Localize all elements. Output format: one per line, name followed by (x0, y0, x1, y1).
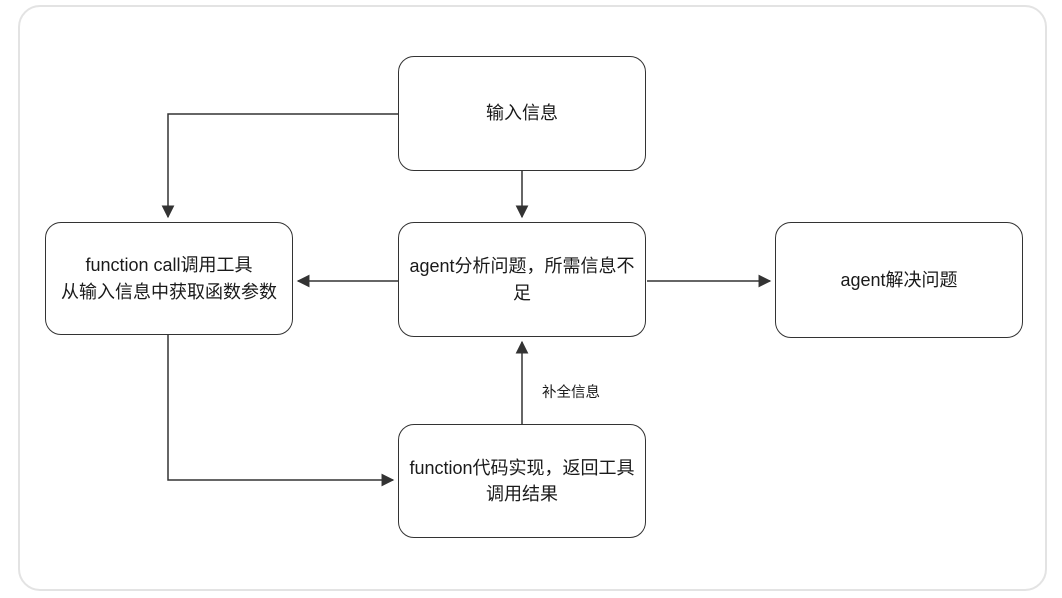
node-function-call: function call调用工具 从输入信息中获取函数参数 (45, 222, 293, 335)
node-function-impl: function代码实现，返回工具 调用结果 (398, 424, 646, 538)
edge-input-to-function-call (161, 113, 398, 219)
edge-function-call-to-function-impl (167, 335, 395, 487)
node-function-impl-label: function代码实现，返回工具 调用结果 (409, 457, 635, 504)
node-agent-analyze-label: agent分析问题，所需信息不 足 (409, 256, 635, 303)
node-input-info: 输入信息 (398, 56, 646, 171)
node-agent-solve-label: agent解决问题 (840, 269, 958, 290)
node-function-call-label: function call调用工具 从输入信息中获取函数参数 (61, 255, 277, 302)
node-input-info-label: 输入信息 (486, 103, 558, 124)
edge-label-complete-info: 补全信息 (542, 385, 600, 401)
node-agent-solve: agent解决问题 (775, 222, 1023, 338)
node-agent-analyze: agent分析问题，所需信息不 足 (398, 222, 646, 337)
